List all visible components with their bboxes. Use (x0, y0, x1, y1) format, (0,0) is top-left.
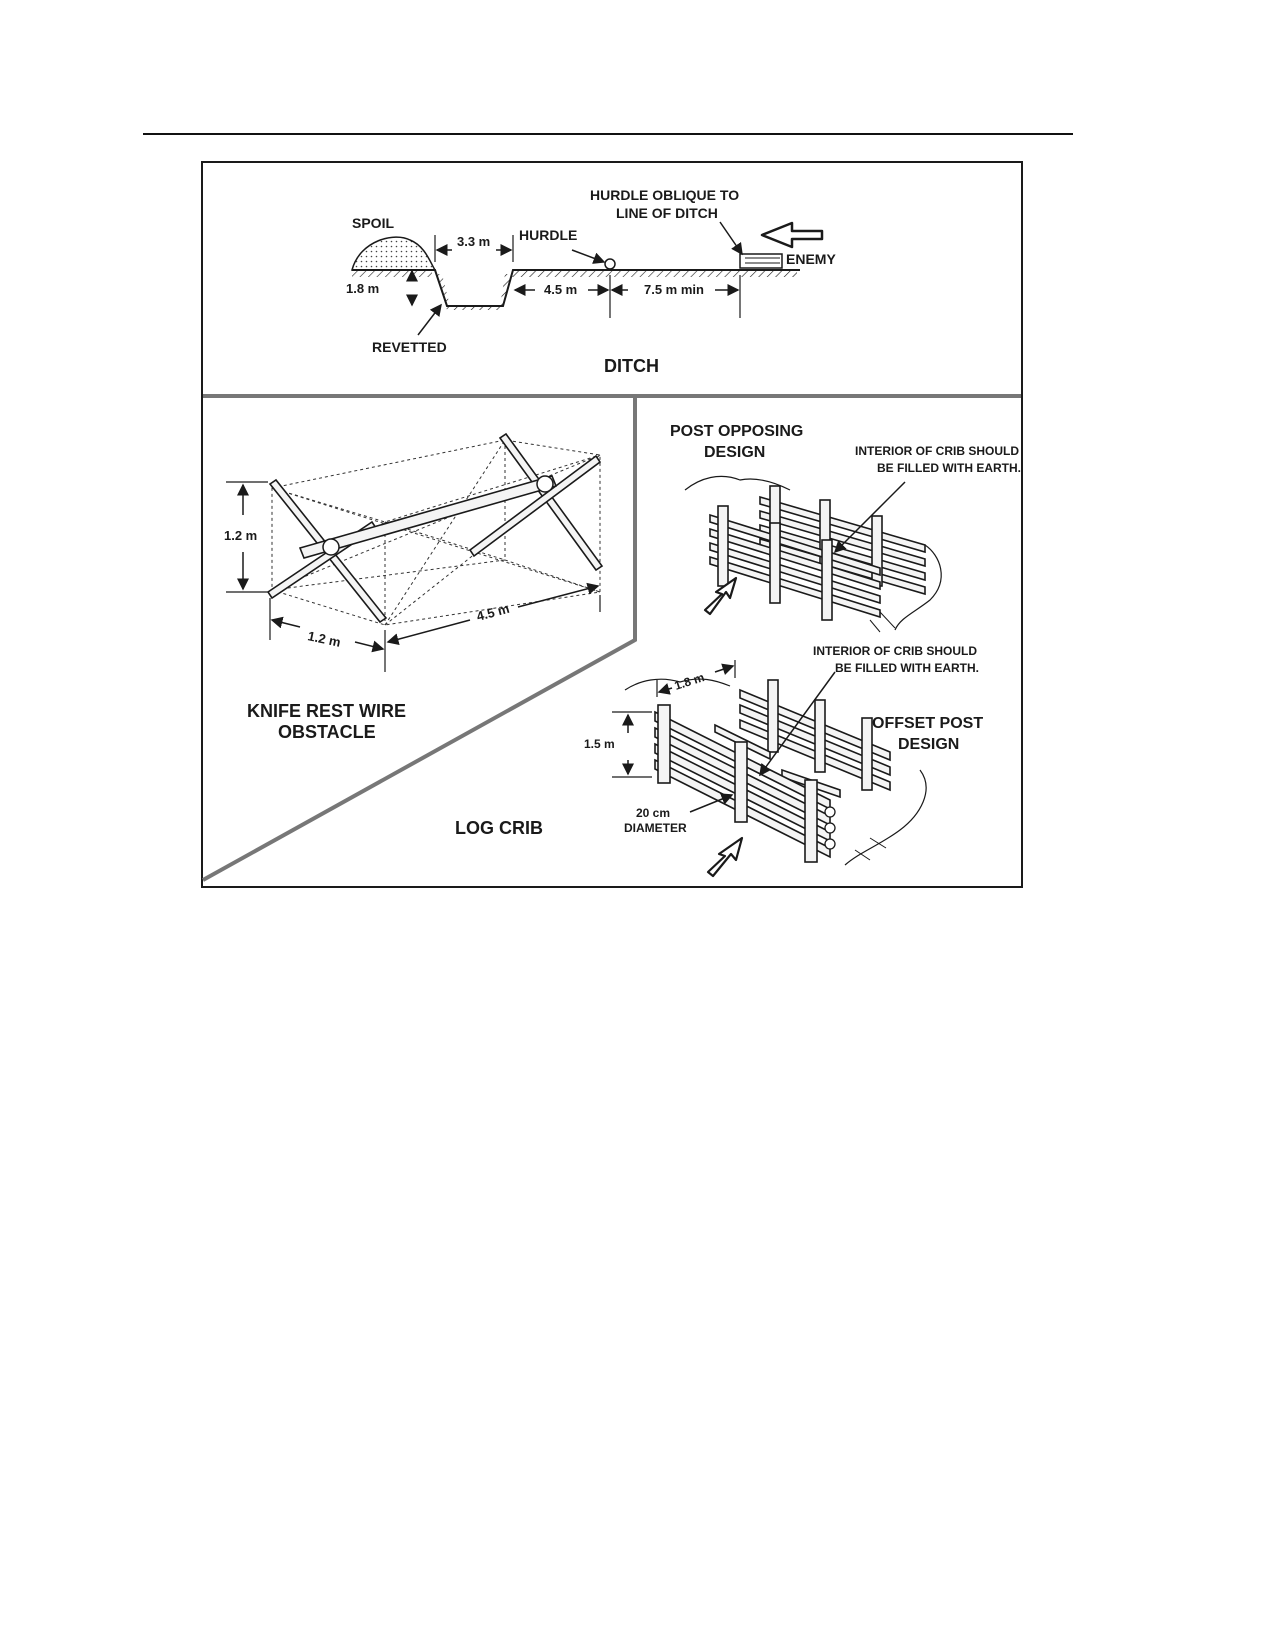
ditch-title: DITCH (604, 356, 659, 376)
interior-note-bottom-line2: BE FILLED WITH EARTH. (835, 661, 979, 675)
interior-note-bottom-line1: INTERIOR OF CRIB SHOULD (813, 644, 977, 658)
knife-rest-beam (298, 475, 558, 559)
log-size-label-line2: DIAMETER (624, 821, 687, 835)
offset-post-title-line2: DESIGN (898, 736, 959, 753)
log-crib-divider (202, 396, 637, 882)
offset-post-title-line1: OFFSET POST (872, 715, 983, 732)
post-opposing-title-line1: POST OPPOSING (670, 423, 803, 440)
knife-rest-title-line2: OBSTACLE (278, 722, 376, 742)
ditch-depth-label: 1.8 m (346, 281, 379, 296)
log-size-label-line1: 20 cm (636, 806, 670, 820)
post-opposing-crib (684, 475, 942, 633)
knife-rest-diagram: 1.2 m 1.2 m 4.5 m KNIFE REST WIRE OBSTAC… (224, 432, 604, 742)
ditch-width-label: 3.3 m (457, 234, 490, 249)
hurdle-oblique-label-line1: HURDLE OBLIQUE TO (590, 187, 739, 203)
front-wall-logs (709, 513, 881, 619)
knife-rest-width-label: 1.2 m (306, 628, 342, 650)
log-crib-height-label: 1.5 m (584, 737, 615, 751)
gap-to-hurdle-label: 4.5 m (544, 282, 577, 297)
enemy-label: ENEMY (786, 251, 836, 267)
gap-min-label: 7.5 m min (644, 282, 704, 297)
header-rule (143, 133, 1073, 135)
enemy-direction-arrow (760, 221, 824, 249)
offset-post-crib (612, 660, 927, 878)
log-crib-title: LOG CRIB (455, 818, 543, 838)
spoil-heap (351, 236, 437, 271)
post-opposing-title-line2: DESIGN (704, 444, 765, 461)
knife-rest-height-label: 1.2 m (224, 528, 257, 543)
revetted-label: REVETTED (372, 339, 447, 355)
spoil-label: SPOIL (352, 215, 394, 231)
offset-post-attack-arrow (706, 836, 744, 878)
ditch-diagram: SPOIL 3.3 m HURDLE HURDLE OBLIQUE TO LIN… (346, 187, 836, 376)
oblique-hurdle (739, 253, 783, 269)
interior-note-top-line2: BE FILLED WITH EARTH. (877, 461, 1021, 475)
hurdle-oblique-label-line2: LINE OF DITCH (616, 205, 718, 221)
knife-rest-right-leg-1 (498, 432, 604, 572)
hurdle-label: HURDLE (519, 227, 577, 243)
knife-rest-title-line1: KNIFE REST WIRE (247, 701, 406, 721)
ground-hatch (352, 271, 432, 277)
hurdle (604, 258, 616, 270)
post-opposing-attack-arrow (703, 576, 738, 616)
interior-note-top-line1: INTERIOR OF CRIB SHOULD (855, 444, 1019, 458)
